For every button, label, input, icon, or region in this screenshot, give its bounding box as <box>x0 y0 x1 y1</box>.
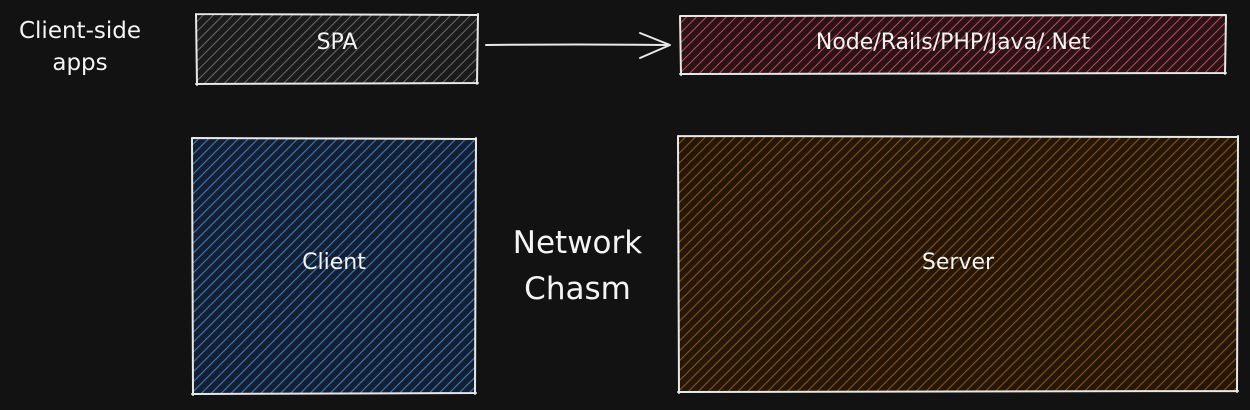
client-box <box>191 137 477 396</box>
client-side-apps-label: Client-side apps <box>18 18 141 76</box>
network-chasm-label: Network Chasm <box>512 225 643 307</box>
client-label: Client <box>302 250 366 275</box>
backend-box <box>679 14 1227 76</box>
request-arrow <box>485 32 671 59</box>
server-box <box>677 135 1239 394</box>
backend-label: Node/Rails/PHP/Java/.Net <box>815 30 1091 55</box>
server-label: Server <box>921 250 995 275</box>
spa-label: SPA <box>316 30 358 55</box>
spa-box <box>195 13 479 86</box>
